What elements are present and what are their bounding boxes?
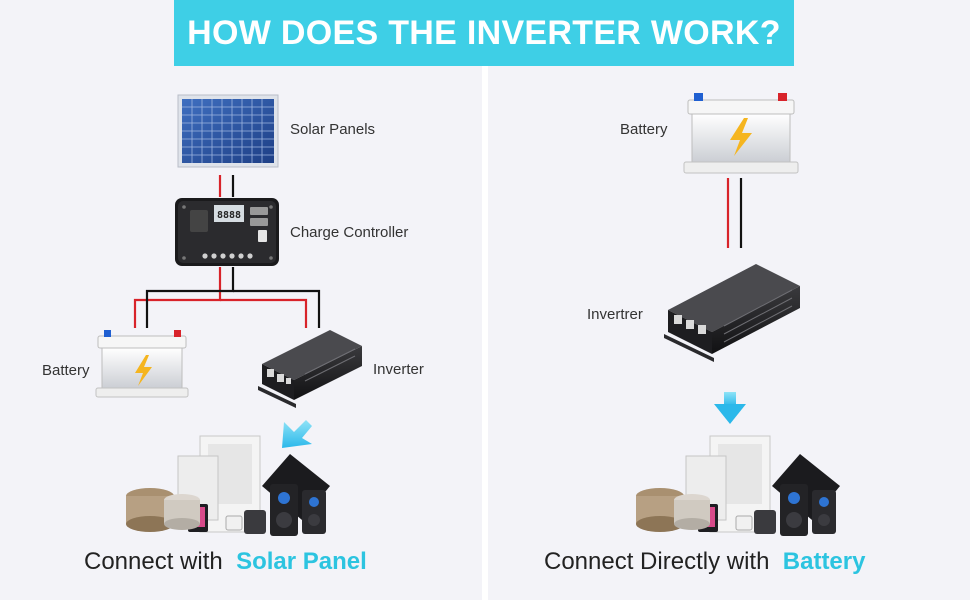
caption-prefix: Connect with [84, 548, 223, 575]
charge-controller-icon: 8888 [175, 198, 279, 266]
appliances-icon [126, 435, 330, 536]
caption-solar: Connect with Solar Panel [84, 548, 367, 576]
title-banner: HOW DOES THE INVERTER WORK? [174, 0, 794, 66]
controller-display: 8888 [217, 210, 241, 221]
battery-icon [683, 93, 799, 174]
battery-icon [95, 330, 189, 398]
inverter-icon [258, 330, 362, 408]
inverter-label: Invertrer [587, 306, 643, 323]
solar-panel-icon [177, 94, 279, 168]
solar-panels-label: Solar Panels [290, 121, 376, 138]
arrow-down-icon [714, 392, 746, 424]
battery-label: Battery [42, 362, 90, 379]
caption-battery: Connect Directly with Battery [544, 548, 865, 576]
caption-prefix: Connect Directly with [544, 548, 770, 575]
inverter-icon [664, 264, 800, 362]
caption-highlight: Solar Panel [236, 548, 367, 575]
charge-controller-label: Charge Controller [290, 224, 409, 241]
wire-solar-to-controller [218, 175, 235, 197]
arrow-down-icon [282, 420, 312, 448]
inverter-label: Inverter [373, 361, 424, 378]
appliances-icon [636, 435, 840, 536]
wire-battery-to-inverter [726, 178, 743, 248]
battery-label: Battery [620, 121, 668, 138]
wire-controller-to-devices [133, 267, 321, 328]
page-title: HOW DOES THE INVERTER WORK? [187, 13, 781, 52]
caption-highlight: Battery [782, 548, 866, 575]
